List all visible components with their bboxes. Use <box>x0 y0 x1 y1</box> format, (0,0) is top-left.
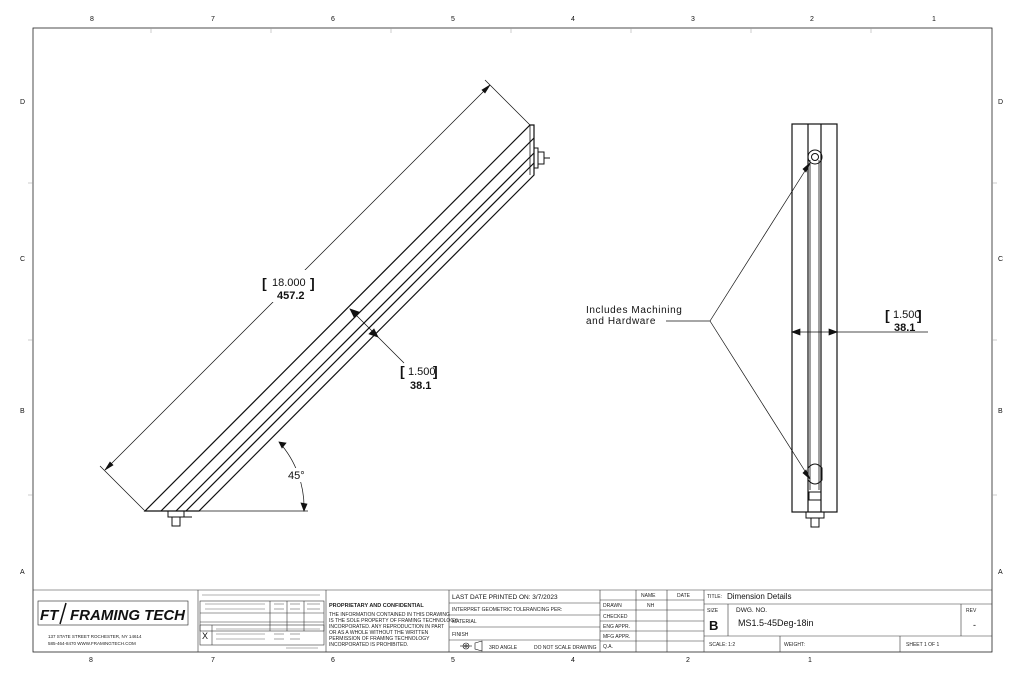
left-width-in: 1.500 <box>408 366 436 378</box>
eng-appr-label: ENG APPR. <box>603 624 630 630</box>
rev-value: - <box>973 620 976 630</box>
svg-text:8: 8 <box>89 657 93 664</box>
address-line-1: 137 STATE STREET ROCHESTER, NY 14614 <box>48 634 142 639</box>
svg-text:C: C <box>20 256 25 263</box>
svg-text:2: 2 <box>810 16 814 23</box>
logo-text: FRAMING TECH <box>70 607 186 624</box>
svg-text:2: 2 <box>686 657 690 664</box>
third-angle-label: 3RD ANGLE <box>489 645 518 651</box>
svg-text:8: 8 <box>90 16 94 23</box>
left-width-mm: 38.1 <box>410 380 431 392</box>
dwg-label: DWG. NO. <box>736 607 767 614</box>
interpret-label: INTERPRET GEOMETRIC TOLERANCING PER: <box>452 607 562 613</box>
logo-prefix: FT <box>40 607 60 624</box>
framing-tech-logo: FT FRAMING TECH <box>37 600 189 626</box>
right-view-extrusion <box>791 123 838 513</box>
title-block-lines <box>33 589 992 652</box>
proprietary-line-2: IS THE SOLE PROPERTY OF FRAMING TECHNOLO… <box>329 618 458 624</box>
svg-text:A: A <box>20 569 25 576</box>
left-length-bracket-close: ] <box>310 275 315 291</box>
right-width-in: 1.500 <box>893 309 921 321</box>
left-length-mm: 457.2 <box>277 290 305 302</box>
right-view-hardware <box>805 149 825 528</box>
date-header: DATE <box>677 593 691 599</box>
title-label: TITLE: <box>707 594 722 600</box>
svg-text:6: 6 <box>331 657 335 664</box>
svg-text:1: 1 <box>932 16 936 23</box>
proprietary-line-3: INCORPORATED. ANY REPRODUCTION IN PART <box>329 624 444 630</box>
svg-text:5: 5 <box>451 657 455 664</box>
zone-ticks <box>28 28 997 496</box>
dwg-value: MS1.5-45Deg-18in <box>738 618 814 628</box>
address-line-2: 585-464-8470 WWW.FRAMINGTECH.COM <box>48 641 136 646</box>
svg-text:B: B <box>998 408 1003 415</box>
weight-label: WEIGHT: <box>784 642 805 648</box>
proprietary-line-6: INCORPORATED IS PROHIBITED. <box>329 642 408 648</box>
note-leaders <box>666 162 811 480</box>
svg-text:7: 7 <box>211 657 215 664</box>
svg-text:C: C <box>998 256 1003 263</box>
angle-label: 45° <box>288 470 305 482</box>
scale-label: SCALE: 1:2 <box>709 642 735 648</box>
left-length-text-bg <box>260 270 320 302</box>
svg-text:5: 5 <box>451 16 455 23</box>
note-line-2: and Hardware <box>586 316 656 327</box>
svg-text:D: D <box>998 99 1003 106</box>
size-value: B <box>709 618 718 633</box>
size-label: SIZE <box>707 608 719 614</box>
svg-text:B: B <box>20 408 25 415</box>
left-width-bracket-close: ] <box>433 363 438 379</box>
left-view-hardware <box>167 147 550 527</box>
tolerance-notes <box>202 594 320 649</box>
svg-text:1: 1 <box>808 657 812 664</box>
right-width-mm: 38.1 <box>894 322 915 334</box>
drawn-label: DRAWN <box>603 603 622 609</box>
finish-label: FINISH <box>452 632 469 638</box>
left-length-in: 18.000 <box>272 277 306 289</box>
left-width-bracket-open: [ <box>400 363 405 379</box>
mfg-appr-label: MFG APPR. <box>603 634 630 640</box>
right-width-bracket-open: [ <box>885 307 890 323</box>
svg-text:D: D <box>20 99 25 106</box>
checked-label: CHECKED <box>603 614 628 620</box>
proprietary-line-1: THE INFORMATION CONTAINED IN THIS DRAWIN… <box>329 612 450 618</box>
proprietary-line-5: PERMISSION OF FRAMING TECHNOLOGY <box>329 636 430 642</box>
zone-labels-side: D C B A D C B A <box>20 99 1003 576</box>
name-header: NAME <box>641 593 656 599</box>
zone-labels-bottom: 8 7 6 5 4 2 1 <box>89 657 812 664</box>
svg-text:6: 6 <box>331 16 335 23</box>
right-width-dimension <box>791 328 928 336</box>
left-width-dimension <box>349 308 405 364</box>
sheet-label: SHEET 1 OF 1 <box>906 642 939 648</box>
last-printed: LAST DATE PRINTED ON: 3/7/2023 <box>452 594 558 601</box>
left-length-bracket-open: [ <box>262 275 267 291</box>
qa-label: Q.A. <box>603 644 613 650</box>
rev-label: REV <box>966 608 977 614</box>
proprietary-title: PROPRIETARY AND CONFIDENTIAL <box>329 603 424 609</box>
angle-text-bg <box>285 468 307 482</box>
proprietary-line-4: OR AS A WHOLE WITHOUT THE WRITTEN <box>329 630 429 636</box>
svg-text:3: 3 <box>691 16 695 23</box>
material-label: MATERIAL <box>452 619 477 625</box>
title-value: Dimension Details <box>727 592 791 601</box>
svg-text:4: 4 <box>571 657 575 664</box>
svg-text:A: A <box>998 569 1003 576</box>
svg-text:7: 7 <box>211 16 215 23</box>
drawn-name: NH <box>647 603 655 609</box>
svg-text:4: 4 <box>571 16 575 23</box>
note-line-1: Includes Machining <box>586 305 682 316</box>
no-scale-label: DO NOT SCALE DRAWING <box>534 645 597 651</box>
zone-labels-top: 8 7 6 5 4 3 2 1 <box>90 16 936 23</box>
left-view-extrusion <box>143 124 535 512</box>
sheet-border <box>32 27 993 653</box>
right-width-bracket-close: ] <box>917 307 922 323</box>
tolerance-x-mark: X <box>202 631 208 641</box>
third-angle-projection-icon <box>460 640 483 652</box>
